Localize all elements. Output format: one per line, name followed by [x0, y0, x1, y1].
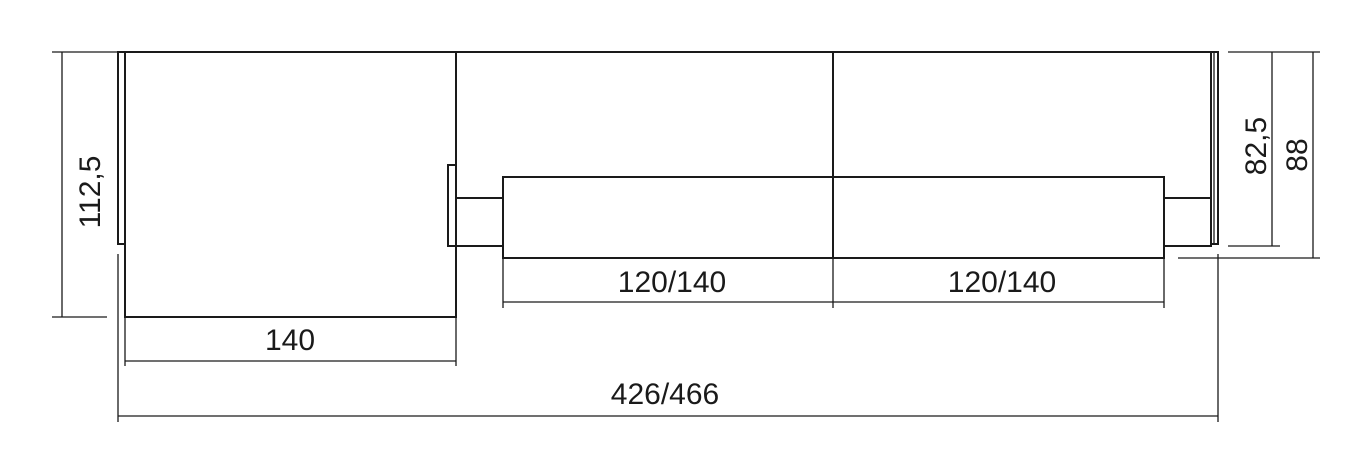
label-center-module-width: 120/140 [618, 266, 726, 299]
chaise-side-panel [447, 164, 457, 247]
left-chaise-module [124, 51, 457, 318]
label-left-height: 112,5 [74, 156, 107, 229]
dimension-lines [52, 51, 1320, 422]
left-armrest-strip [117, 51, 126, 245]
sofa-outline [117, 51, 1219, 318]
label-total-height: 88 [1281, 138, 1314, 171]
left-connector [455, 197, 504, 247]
dimension-labels: 140 120/140 120/140 426/466 112,5 82,5 8… [74, 117, 1314, 411]
label-right-module-width: 120/140 [948, 266, 1056, 299]
label-left-module-width: 140 [265, 324, 315, 357]
label-total-width: 426/466 [611, 378, 719, 411]
right-seat-cushion [832, 176, 1165, 259]
label-seat-height: 82,5 [1240, 117, 1273, 175]
center-seat-cushion [502, 176, 834, 259]
right-connector [1163, 197, 1212, 247]
